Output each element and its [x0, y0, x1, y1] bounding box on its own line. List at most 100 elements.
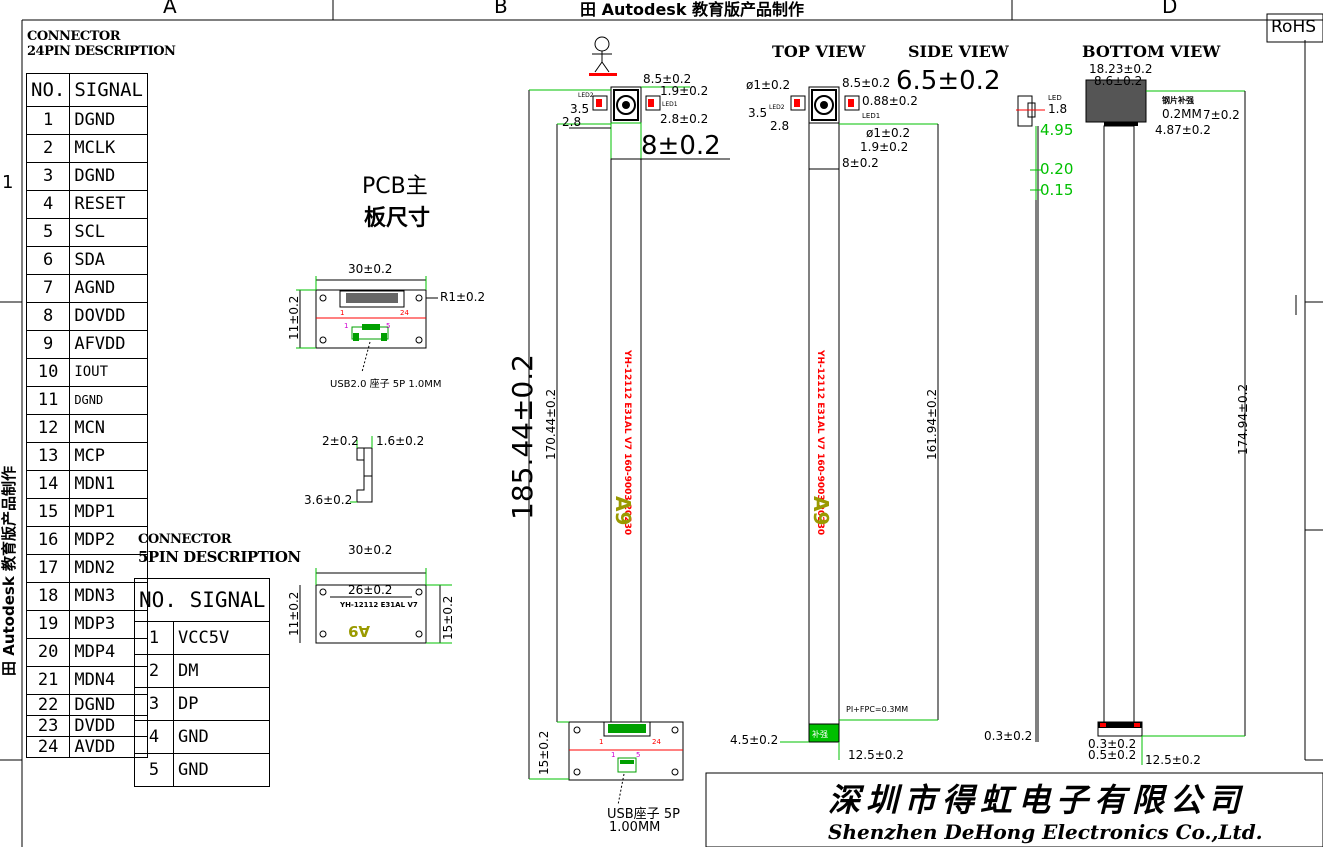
grid-row-1: 1 [2, 172, 14, 193]
pcb-top-outline [296, 276, 438, 373]
pcb-side-2: 2±0.2 [322, 434, 359, 448]
side-view-title: SIDE VIEW [908, 42, 1009, 61]
top-dim-35: 3.5 [748, 106, 768, 120]
dim-15: 15±0.2 [537, 731, 551, 775]
pcb-pin-24: 24 [400, 309, 409, 317]
pcb-back-30: 30±0.2 [348, 543, 393, 557]
main-led1: LED1 [662, 101, 678, 108]
top-dim-8: 8±0.2 [842, 156, 879, 170]
pcb-usb-pin-5: 5 [386, 322, 391, 330]
pcb-back-part: YH-12112 E31AL V7 [340, 601, 418, 609]
pcb-pin-1: 1 [340, 309, 345, 317]
dim-174: 174.94±0.2 [1236, 384, 1250, 455]
main-dim-35: 3.5 [570, 102, 590, 116]
main-dim-85: 8.5±0.2 [643, 72, 692, 86]
pcb-back-26: 26±0.2 [348, 583, 393, 597]
bottom-dim-1823: 18.23±0.2 [1089, 62, 1153, 76]
bottom-dim-03: 0.3±0.2 [1088, 737, 1137, 751]
main-usb-pin-1: 1 [611, 751, 616, 759]
watermark-top: 田 Autodesk 教育版产品制作 [580, 0, 805, 19]
connector5-head-no: NO. [139, 587, 177, 612]
side-view-drawing [1016, 95, 1045, 742]
bottom-view-title: BOTTOM VIEW [1082, 42, 1221, 61]
pcb-back-logo: A9 [348, 622, 371, 640]
bottom-dim-02mm: 0.2MM [1162, 107, 1202, 121]
top-led2: LED2 [769, 104, 785, 111]
back-dim-11: 11±0.2 [287, 592, 301, 636]
company-name-en: Shenzhen DeHong Electronics Co.,Ltd. [828, 820, 1263, 844]
connector5-title2: 5PIN DESCRIPTION [138, 548, 301, 566]
top-dim-19: 1.9±0.2 [860, 140, 909, 154]
main-usb-label-2: 1.00MM [609, 820, 661, 835]
top-fpc-text: YH-12112 E31AL V7 160-9003 20230 [815, 349, 825, 535]
main-pin-1: 1 [599, 738, 604, 746]
pcb-title-1: PCB主 [362, 174, 428, 199]
pcb-dim-30: 30±0.2 [348, 262, 393, 276]
pcb-side-16: 1.6±0.2 [376, 434, 425, 448]
company-name-cn: 深圳市得虹电子有限公司 [828, 781, 1247, 819]
side-dim-03: 0.3±0.2 [984, 729, 1033, 743]
pcb-dim-r1: R1±0.2 [440, 290, 486, 304]
pcb-side-outline [350, 436, 373, 503]
side-dim-020: 0.20 [1040, 160, 1074, 178]
top-pi-fpc: PI+FPC=0.3MM [846, 705, 909, 714]
bottom-dim-125: 12.5±0.2 [1145, 753, 1201, 767]
watermark-vertical: 田 Autodesk 教育版产品制作 [0, 466, 18, 676]
connector5-head-signal: SIGNAL [189, 587, 266, 612]
top-dim-088: 0.88±0.2 [862, 94, 918, 108]
connector24-head-signal: SIGNAL [69, 73, 148, 107]
side-dim-495: 4.95 [1040, 121, 1074, 139]
main-dim-8: 8±0.2 [641, 131, 721, 161]
main-dim-19: 1.9±0.2 [660, 84, 709, 98]
main-fpc-text: YH-12112 E31AL V7 160-9003 20230 [622, 349, 632, 535]
side-dim-18: 1.8 [1048, 102, 1068, 116]
top-dim-85: 8.5±0.2 [842, 76, 891, 90]
top-view-drawing [780, 86, 939, 760]
top-fpc-logo: A9 [809, 496, 833, 525]
top-phi1b: ø1±0.2 [866, 126, 911, 140]
dim-170: 170.44±0.2 [544, 389, 558, 460]
bottom-dim-05: 0.5±0.2 [1088, 748, 1137, 762]
top-led1: LED1 [862, 112, 881, 120]
bottom-dim-487: 4.87±0.2 [1155, 123, 1211, 137]
bottom-dim-86: 8.6±0.2 [1094, 74, 1143, 88]
fpc-labels: YH-12112 E31AL V7 160-9003 20230 YH-1211… [611, 349, 833, 535]
pcb-back-outline [299, 568, 452, 644]
main-fpc-logo: A9 [611, 496, 635, 525]
back-dim-15: 15±0.2 [441, 596, 455, 640]
pcb-usb-label: USB2.0 座子 5P 1.0MM [330, 379, 442, 390]
connector24-title2: 24PIN DESCRIPTION [27, 44, 176, 59]
main-pin-24: 24 [652, 738, 661, 746]
main-usb-pin-5: 5 [636, 751, 641, 759]
main-led2: LED2 [578, 92, 594, 99]
dim-161: 161.94±0.2 [925, 389, 939, 460]
pcb-side-36: 3.6±0.2 [304, 493, 353, 507]
main-dim-28b: 2.8±0.2 [660, 112, 709, 126]
bottom-dim-7: 7±0.2 [1203, 108, 1240, 122]
main-usb-label-1: USB座子 5P [607, 807, 680, 822]
top-dim-45: 4.5±0.2 [730, 733, 779, 747]
bottom-view-drawing [1085, 79, 1246, 765]
